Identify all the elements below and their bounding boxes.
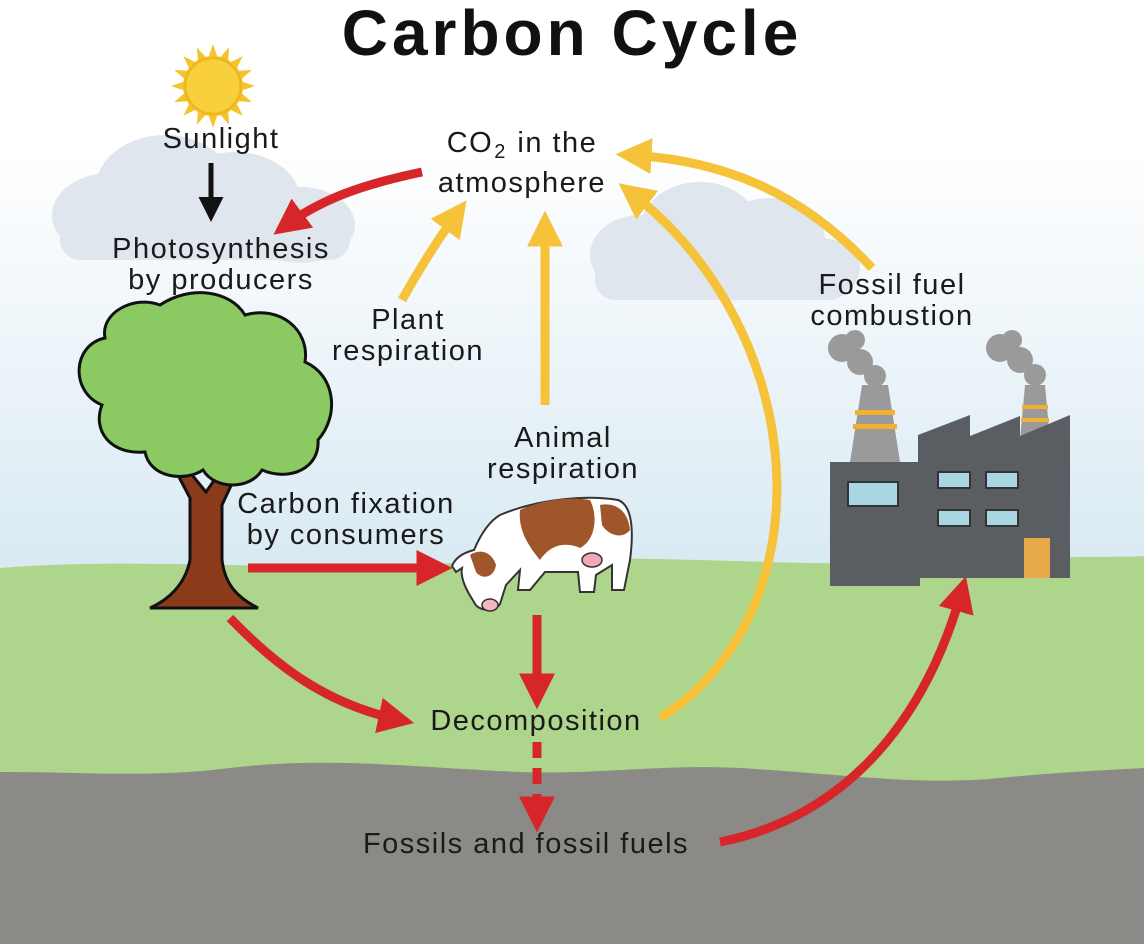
label-animal-respiration-line2: respiration bbox=[487, 453, 639, 485]
sun-ray bbox=[183, 104, 195, 116]
label-carbon-fixation-line2: by consumers bbox=[246, 519, 446, 551]
cow-icon bbox=[450, 496, 633, 612]
label-plant-respiration: Plant respiration bbox=[318, 305, 498, 367]
photosynthesis-uptake-arrow bbox=[273, 167, 423, 235]
sun-ray bbox=[174, 69, 188, 79]
co2-prefix: CO bbox=[446, 127, 494, 159]
sun-ray bbox=[238, 93, 252, 103]
co2-suffix: in the bbox=[507, 127, 598, 159]
factory-icon bbox=[828, 330, 1070, 586]
label-sunlight: Sunlight bbox=[151, 124, 291, 155]
sun-ray bbox=[208, 44, 218, 57]
fossil-extraction-arrow bbox=[719, 576, 974, 847]
cloud-icon bbox=[590, 182, 860, 300]
label-fossil-fuel-combustion: Fossil fuel combustion bbox=[800, 270, 984, 332]
sun-ray bbox=[231, 104, 243, 116]
decomposition-release-arrow bbox=[618, 183, 782, 722]
rock-layer bbox=[0, 762, 1144, 944]
sun-ray bbox=[220, 111, 230, 125]
label-photosynthesis-line2: by producers bbox=[128, 264, 314, 296]
co2-subscript: 2 bbox=[494, 141, 507, 163]
tree-icon bbox=[77, 291, 333, 610]
plant-respiration-arrow bbox=[398, 200, 467, 303]
label-fossils: Fossils and fossil fuels bbox=[326, 829, 726, 860]
label-plant-respiration-line2: respiration bbox=[332, 335, 484, 367]
label-decomposition-text: Decomposition bbox=[430, 705, 642, 737]
sun-ray bbox=[174, 93, 188, 103]
sun-ray bbox=[183, 56, 195, 68]
smoke-cloud bbox=[828, 330, 1046, 387]
label-carbon-fixation: Carbon fixation by consumers bbox=[226, 489, 466, 551]
label-photosynthesis: Photosynthesis by producers bbox=[96, 234, 346, 296]
label-sunlight-text: Sunlight bbox=[162, 123, 280, 155]
sun-ray bbox=[196, 111, 206, 125]
label-decomposition: Decomposition bbox=[406, 706, 666, 737]
label-carbon-fixation-line1: Carbon fixation bbox=[237, 488, 455, 520]
sun-ray bbox=[208, 115, 218, 128]
label-animal-respiration: Animal respiration bbox=[468, 423, 658, 485]
sun-ray bbox=[196, 47, 206, 61]
combustion-release-arrow bbox=[615, 138, 876, 272]
label-photosynthesis-line1: Photosynthesis bbox=[112, 233, 330, 265]
label-animal-respiration-line1: Animal bbox=[514, 422, 612, 454]
label-plant-respiration-line1: Plant bbox=[371, 304, 445, 336]
tree-canopy bbox=[77, 291, 333, 487]
sun-ray bbox=[220, 47, 230, 61]
label-co2-line1: CO2 in the bbox=[418, 128, 626, 168]
sun-ray bbox=[242, 81, 255, 91]
label-combustion-line1: Fossil fuel bbox=[818, 269, 966, 301]
sun-ray bbox=[238, 69, 252, 79]
sun-icon bbox=[171, 44, 255, 128]
tree-trunk bbox=[149, 456, 259, 610]
sun-ray bbox=[231, 56, 243, 68]
sun-ray bbox=[171, 81, 184, 91]
label-combustion-line2: combustion bbox=[810, 300, 974, 332]
label-fossils-text: Fossils and fossil fuels bbox=[362, 828, 690, 860]
label-co2-atmosphere: CO2 in the atmosphere bbox=[418, 128, 626, 199]
diagram-title: Carbon Cycle bbox=[341, 0, 803, 69]
plant-decomposition-arrow bbox=[226, 614, 415, 734]
label-co2-line2: atmosphere bbox=[437, 167, 607, 199]
